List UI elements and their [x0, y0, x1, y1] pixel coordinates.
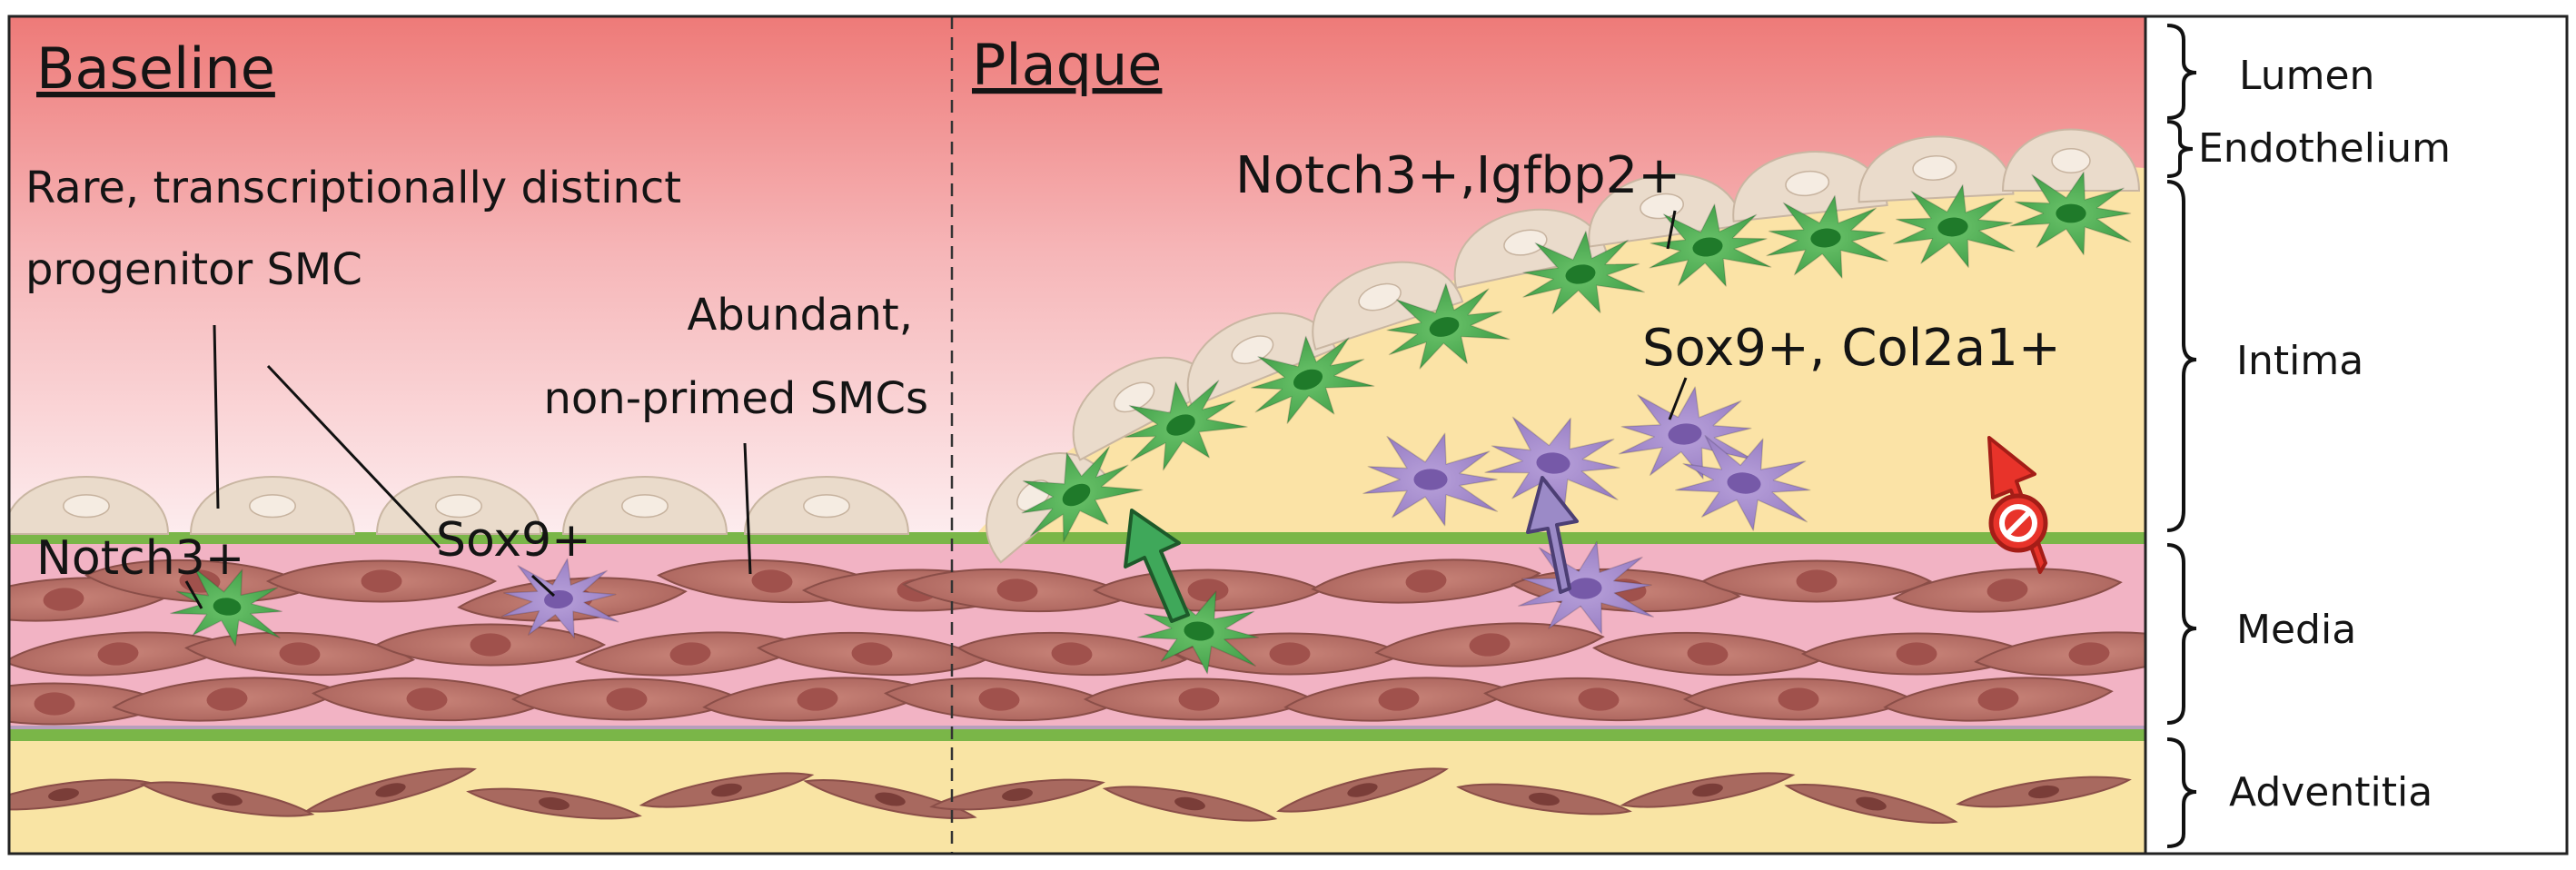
smc-cell: [1456, 783, 1632, 816]
smc-cell: [929, 778, 1105, 811]
smc-cell: [1883, 677, 2114, 722]
sox9-cells-plaque: [1362, 386, 1811, 635]
intima-plaque: [967, 165, 2145, 545]
notch3-cell: [2009, 171, 2132, 256]
sox9-progenitor-cell: [500, 558, 619, 639]
external-elastic-lamina: [9, 729, 2145, 741]
notch3-cell: [1893, 183, 2016, 269]
endothelial-cell: [561, 476, 728, 535]
endothelial-cell: [1312, 261, 1464, 351]
smc-cell: [884, 677, 1115, 722]
layer-label-adventitia: Adventitia: [2229, 769, 2432, 816]
green-arrow-icon: [1124, 509, 1190, 623]
smc-cell: [1800, 632, 2033, 676]
smc-cell: [304, 767, 477, 813]
layer-brackets: [2166, 24, 2197, 848]
sox9-cell: [1362, 432, 1499, 527]
smc-cell: [374, 623, 607, 667]
sox9-cell: [1675, 435, 1811, 531]
notch3-cell: [1136, 588, 1259, 675]
notch3-cell: [1649, 203, 1772, 287]
endothelial-cell: [2001, 128, 2141, 192]
smc-cell: [312, 677, 542, 722]
internal-elastic-lamina: [9, 532, 2145, 544]
layer-label-lumen: Lumen: [2239, 53, 2374, 99]
smc-cell: [575, 631, 806, 677]
rare-progenitor-label-line2: progenitor SMC: [25, 244, 362, 295]
smc-cell: [1892, 568, 2123, 613]
sox9-cell: [1484, 416, 1620, 511]
notch3-progenitor-cell: [170, 567, 282, 647]
smc-cell: [265, 559, 498, 603]
smc-cell: [139, 781, 315, 817]
endothelial-cell: [189, 476, 356, 535]
rare-progenitor-label-line1: Rare, transcriptionally distinct: [25, 163, 681, 213]
smc-cell: [1700, 559, 1933, 603]
sox9-label: Sox9+: [436, 513, 591, 568]
smc-cell: [184, 631, 415, 677]
abundant-label-line1: Abundant,: [687, 290, 913, 341]
notch3-cell: [1522, 231, 1646, 315]
notch3-label: Notch3+: [36, 531, 244, 586]
smc-cell: [510, 677, 743, 721]
sox9-col2a1-label: Sox9+, Col2a1+: [1642, 319, 2061, 378]
layer-label-intima: Intima: [2236, 338, 2363, 384]
baseline-endothelium: [9, 476, 910, 535]
notch3-cell: [1386, 282, 1511, 370]
smc-cell: [1311, 559, 1541, 604]
red-inhibited-arrow-icon: [1987, 436, 2048, 574]
abundant-label-line2: non-primed SMCs: [544, 373, 929, 424]
notch3-cell: [170, 567, 282, 647]
vessel-layers: [9, 16, 2145, 854]
plaque-title: Plaque: [972, 32, 1162, 98]
endothelial-cell: [375, 476, 542, 535]
pointer-lines: [184, 210, 1688, 609]
purple-arrow-icon: [1526, 476, 1579, 594]
smc-cell: [702, 677, 933, 722]
smc-cell: [1956, 776, 2132, 808]
endothelial-cell: [9, 476, 170, 535]
smc-cell: [1784, 784, 1958, 824]
endothelial-cell: [743, 476, 910, 535]
sox9-cell: [1618, 386, 1755, 479]
smc-cell: [1620, 772, 1796, 808]
adventitia-fibroblasts: [9, 767, 2132, 824]
smc-cell: [1283, 677, 1514, 722]
layer-label-media: Media: [2236, 607, 2356, 653]
endothelial-cell: [1858, 135, 2015, 203]
smc-cell: [956, 631, 1187, 677]
smc-cell: [466, 787, 642, 820]
endothelial-cell: [1732, 151, 1888, 222]
notch3-cells-plaque: [1021, 171, 2132, 675]
notch3-cell: [1251, 335, 1375, 424]
notch3-cell: [1124, 380, 1248, 471]
smc-cell: [803, 779, 977, 819]
sox9-cell: [500, 558, 619, 639]
layer-legend-frame: [2144, 15, 2569, 855]
baseline-title: Baseline: [36, 35, 275, 102]
smc-cell: [1483, 677, 1714, 722]
layer-label-endothelium: Endothelium: [2198, 125, 2451, 172]
smc-cell: [639, 772, 815, 808]
smc-cell: [1102, 786, 1278, 822]
sox9-cell: [1518, 540, 1654, 635]
smc-cell: [1276, 767, 1449, 813]
smc-cell: [1974, 631, 2145, 677]
notch3-cell: [1766, 194, 1889, 279]
notch3-igfbp2-label: Notch3+,Igfbp2+: [1235, 146, 1680, 205]
endothelial-cell: [1186, 311, 1337, 408]
smc-cell: [1374, 622, 1605, 667]
notch3-cell: [1021, 446, 1144, 543]
